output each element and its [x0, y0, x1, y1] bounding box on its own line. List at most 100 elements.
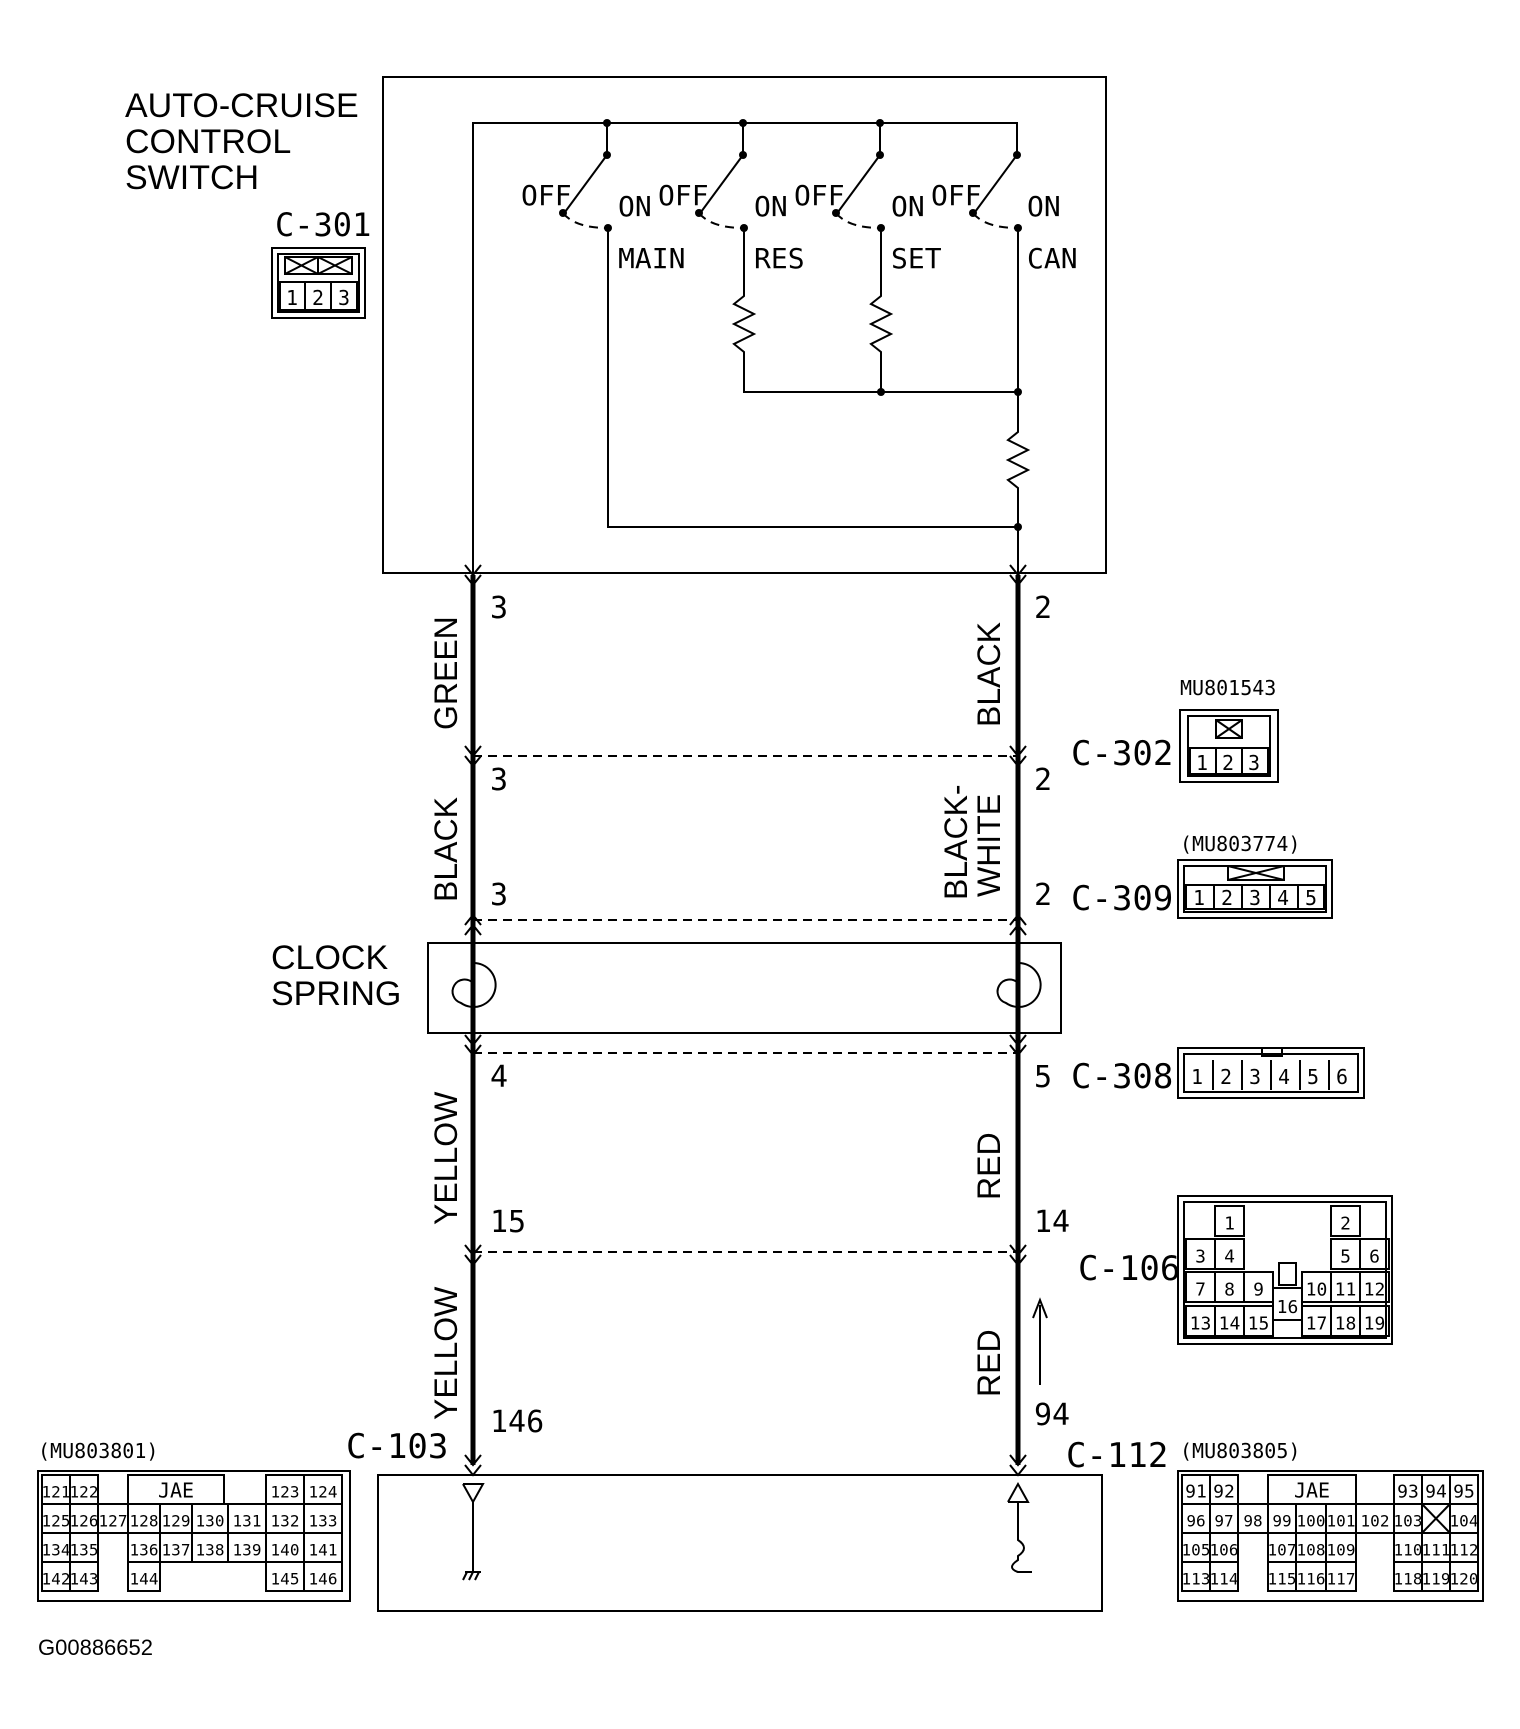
c103-pin-121: 121 [42, 1483, 71, 1502]
c309-pin-2: 2 [1221, 886, 1233, 910]
auto-cruise-switch: AUTO-CRUISE CONTROL SWITCH OFF ON MAIN [125, 76, 1107, 575]
clock-spring: CLOCK SPRING [271, 939, 1062, 1034]
c106-pin-15: 15 [1248, 1313, 1270, 1334]
c112-pin-112: 112 [1450, 1541, 1479, 1560]
c103-pin-126: 126 [70, 1512, 99, 1531]
c103-label: C-103 [346, 1427, 448, 1467]
c106-pin-7: 7 [1195, 1279, 1206, 1300]
c309-pin-3: 3 [1249, 886, 1261, 910]
switch-contact-set: OFF ON SET [794, 151, 942, 275]
right-spring-coil [996, 943, 1042, 1008]
c103-pin-132: 132 [271, 1512, 300, 1531]
c106-pin-13: 13 [1190, 1313, 1212, 1334]
c112-pin-99: 99 [1272, 1512, 1291, 1531]
c112-pin-108: 108 [1297, 1541, 1326, 1560]
c112-pin-104: 104 [1450, 1512, 1479, 1531]
c308-pin-2: 2 [1220, 1065, 1232, 1089]
c112-pin-103: 103 [1394, 1512, 1423, 1531]
can-contact-label: CAN [1027, 242, 1078, 275]
left-pin-c106: 15 [490, 1205, 526, 1240]
c103-pin-142: 142 [42, 1570, 71, 1589]
c309-pin-4: 4 [1277, 886, 1289, 910]
c112-pin-119: 119 [1422, 1570, 1451, 1589]
c301-pin-2: 2 [312, 286, 324, 310]
right-pin-c112: 94 [1034, 1398, 1070, 1433]
left-wire-color-black: BLACK [428, 797, 464, 902]
c103-pin-124: 124 [309, 1483, 338, 1502]
switch-title-line-2: CONTROL [125, 123, 291, 161]
c103-pin-145: 145 [271, 1570, 300, 1589]
set-off-label: OFF [794, 179, 845, 212]
right-wire-color-white: WHITE [971, 794, 1007, 897]
c112-pin-98: 98 [1243, 1512, 1262, 1531]
c103-pin-138: 138 [196, 1541, 225, 1560]
c103-pin-146: 146 [309, 1570, 338, 1589]
clock-spring-label-2: SPRING [271, 975, 401, 1013]
c112-pin-118: 118 [1394, 1570, 1423, 1589]
c103-pin-123: 123 [271, 1483, 300, 1502]
res-off-label: OFF [658, 179, 709, 212]
c112-pin-97: 97 [1214, 1512, 1233, 1531]
c112-part-number: (MU803805) [1180, 1439, 1300, 1463]
c112-pin-96: 96 [1186, 1512, 1205, 1531]
c112-pin-109: 109 [1327, 1541, 1356, 1560]
c112-pin-106: 106 [1210, 1541, 1239, 1560]
left-wire-color-green: GREEN [428, 616, 464, 730]
c309-pin-1: 1 [1193, 886, 1205, 910]
main-on-label: ON [618, 190, 652, 223]
right-harness-wire: 2 2 2 5 14 94 BLACK BLACK- WHITE RED RED [938, 564, 1070, 1477]
left-harness-wire: 3 3 3 4 15 146 GREEN BLACK YELLOW YELLOW [428, 564, 544, 1477]
c103-pin-127: 127 [99, 1512, 128, 1531]
c308-pin-6: 6 [1336, 1065, 1348, 1089]
res-resistor [731, 228, 1018, 393]
c112-pin-116: 116 [1297, 1570, 1326, 1589]
switch-contact-can: OFF ON CAN [931, 151, 1078, 275]
left-pin-c309: 3 [490, 878, 508, 913]
left-pin-c103: 146 [490, 1405, 544, 1440]
right-pin-c106: 14 [1034, 1205, 1070, 1240]
c308-pin-1: 1 [1191, 1065, 1203, 1089]
c103-pin-140: 140 [271, 1541, 300, 1560]
c106-pin-6: 6 [1369, 1246, 1380, 1267]
left-wire-color-yellow-2: YELLOW [428, 1286, 464, 1420]
c112-pin-115: 115 [1268, 1570, 1297, 1589]
c112-pin-120: 120 [1450, 1570, 1479, 1589]
c112-pin-92: 92 [1213, 1482, 1235, 1503]
left-pin-c308: 4 [490, 1060, 508, 1095]
c106-pin-2: 2 [1340, 1213, 1351, 1234]
c103-pin-136: 136 [130, 1541, 159, 1560]
c112-pin-101: 101 [1327, 1512, 1356, 1531]
c302-pin-3: 3 [1248, 751, 1260, 775]
c103-pin-143: 143 [70, 1570, 99, 1589]
c106-pin-8: 8 [1224, 1279, 1235, 1300]
main-contact-label: MAIN [618, 242, 685, 275]
c106-pin-14: 14 [1219, 1313, 1241, 1334]
c112-maker: JAE [1294, 1479, 1330, 1503]
c103-pin-128: 128 [130, 1512, 159, 1531]
c112-pin-114: 114 [1210, 1570, 1239, 1589]
c106-pin-17: 17 [1306, 1313, 1328, 1334]
c103-pin-129: 129 [162, 1512, 191, 1531]
left-pin-c301: 3 [490, 591, 508, 626]
c103-maker: JAE [158, 1479, 194, 1503]
c112-pin-94: 94 [1425, 1482, 1447, 1503]
ground-input-symbol [462, 1483, 485, 1505]
c308-pin-4: 4 [1278, 1065, 1290, 1089]
c106-pin-18: 18 [1335, 1313, 1357, 1334]
c308-connector: C-308 1 2 3 4 5 6 [1071, 1047, 1365, 1099]
c106-pin-12: 12 [1364, 1279, 1386, 1300]
c308-label: C-308 [1071, 1057, 1173, 1097]
c308-pin-5: 5 [1307, 1065, 1319, 1089]
set-on-label: ON [891, 190, 925, 223]
main-off-label: OFF [521, 179, 572, 212]
c103-pin-135: 135 [70, 1541, 99, 1560]
set-contact-label: SET [891, 242, 942, 275]
switch-housing [382, 76, 1107, 574]
clock-spring-label-1: CLOCK [271, 939, 388, 977]
left-wire-color-yellow-1: YELLOW [428, 1091, 464, 1225]
